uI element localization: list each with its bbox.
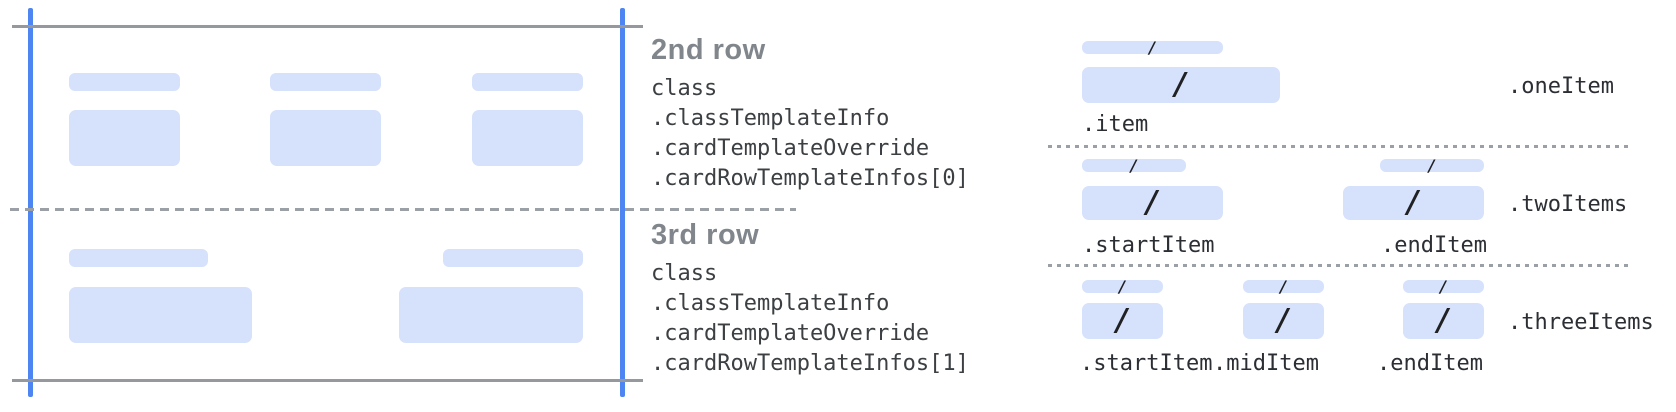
field-label-bar	[443, 249, 583, 267]
card-right-guide-line	[620, 8, 625, 397]
two-items-row-label: .twoItems	[1508, 192, 1628, 217]
row2-code-line: .classTemplateInfo	[651, 106, 890, 131]
section-divider-dotted-line	[1048, 264, 1630, 267]
row2-code-line: .cardTemplateOverride	[651, 136, 930, 161]
field-label-bar	[270, 73, 381, 91]
card-top-guide-line	[12, 25, 643, 28]
row3-heading: 3rd row	[651, 219, 760, 251]
item-label: .endItem	[1377, 351, 1483, 376]
row2-code-line: class	[651, 76, 718, 101]
field-label-bar	[69, 249, 208, 267]
item-label: .midItem	[1213, 351, 1319, 376]
item-label: .endItem	[1381, 233, 1487, 258]
item-label: .startItem	[1082, 233, 1215, 258]
item-value-bar: /	[1082, 67, 1280, 103]
item-label-bar: /	[1082, 278, 1163, 294]
field-value-bar	[399, 287, 583, 343]
card-left-guide-line	[28, 8, 33, 397]
card-bottom-guide-line	[12, 379, 643, 382]
row2-code-line: .cardRowTemplateInfos[0]	[651, 166, 969, 191]
item-label: .item	[1082, 112, 1149, 137]
row3-code-line: class	[651, 261, 718, 286]
field-label-bar	[69, 73, 180, 91]
item-value-bar: /	[1082, 186, 1223, 220]
item-value-bar: /	[1243, 303, 1324, 339]
row3-code-line: .cardTemplateOverride	[651, 321, 930, 346]
section-divider-dotted-line	[1048, 145, 1630, 148]
item-label: .startItem	[1080, 351, 1213, 376]
item-label-bar: /	[1403, 278, 1484, 294]
row2-annotation-block: 2nd row class .classTemplateInfo .cardTe…	[651, 34, 969, 196]
field-value-bar	[69, 110, 180, 166]
three-items-row-label: .threeItems	[1508, 310, 1654, 335]
item-label-bar: /	[1082, 157, 1186, 173]
row3-annotation-block: 3rd row class .classTemplateInfo .cardTe…	[651, 219, 969, 381]
item-value-bar: /	[1403, 303, 1484, 339]
field-value-bar	[472, 110, 583, 166]
field-label-bar	[472, 73, 583, 91]
field-value-bar	[270, 110, 381, 166]
row3-code-line: .classTemplateInfo	[651, 291, 890, 316]
item-label-bar: /	[1082, 39, 1223, 55]
item-label-bar: /	[1380, 157, 1484, 173]
one-item-row-label: .oneItem	[1508, 74, 1614, 99]
item-value-bar: /	[1082, 303, 1163, 339]
row-divider-dashed-line	[10, 208, 796, 211]
row3-code-line: .cardRowTemplateInfos[1]	[651, 351, 969, 376]
item-label-bar: /	[1243, 278, 1324, 294]
row2-heading: 2nd row	[651, 34, 766, 66]
item-value-bar: /	[1343, 186, 1484, 220]
field-value-bar	[69, 287, 252, 343]
